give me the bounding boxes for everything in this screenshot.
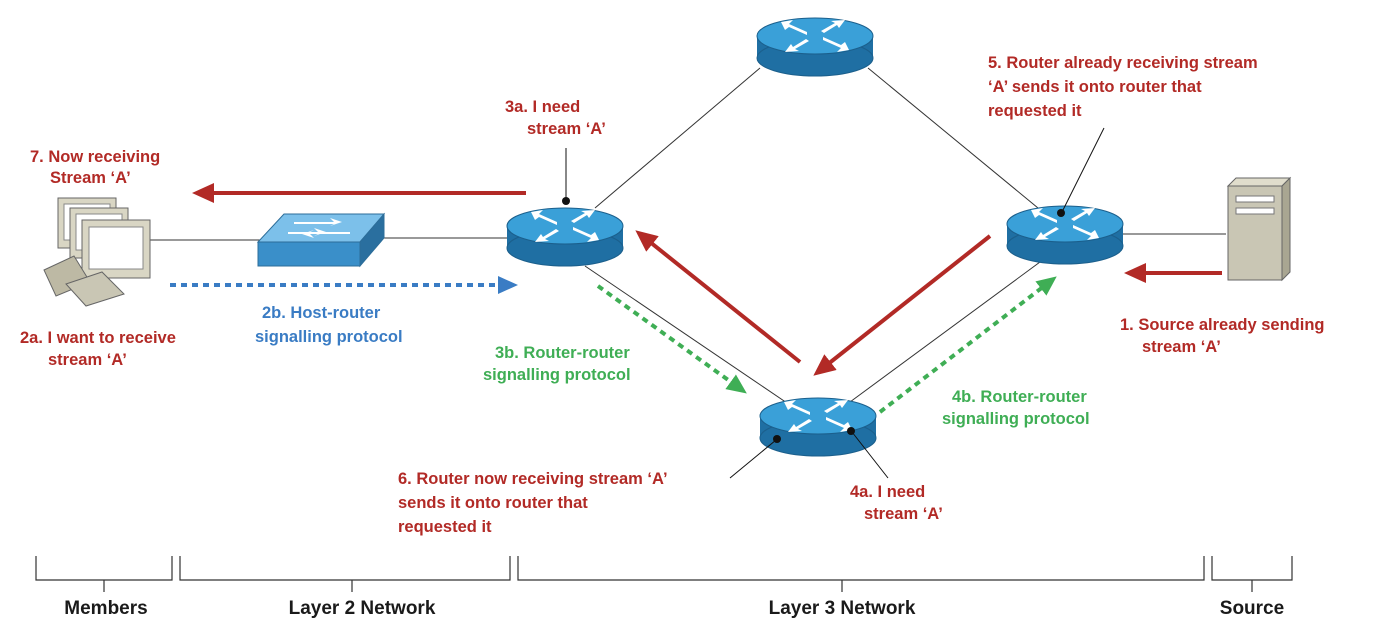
router-top-icon [756,17,874,77]
bracket-layer2 [179,556,511,592]
arrow-router-a-to-bottom-signalling [596,284,747,394]
link-router-a-bottom [584,265,791,406]
label-step-2b: 2b. Host-router signalling protocol [255,304,403,346]
label-step-3a: 3a. I need stream ‘A’ [505,98,606,138]
zone-label-members: Members [64,598,147,619]
label-step-3b: 3b. Router-router signalling protocol [483,344,634,384]
label-step-2a: 2a. I want to receive stream ‘A’ [20,329,181,369]
signalling-arrows [170,276,1057,414]
bracket-layer3 [517,556,1205,592]
pointer-dot-6 [773,435,781,443]
label-step-6: 6. Router now receiving stream ‘A’ sends… [398,470,671,536]
workstations-icon [43,197,151,307]
pointer-dot-5 [1057,209,1065,217]
zone-brackets [35,556,1293,592]
label-step-4b: 4b. Router-router signalling protocol [942,388,1091,428]
switch-icon [256,212,386,268]
link-router-a-top [594,67,761,209]
data-flow-arrows [192,183,1222,376]
pointer-dot-4a [847,427,855,435]
bracket-members [35,556,173,592]
zone-label-layer2: Layer 2 Network [289,598,436,619]
server-icon [1226,176,1292,282]
pointer-dot-3a [562,197,570,205]
arrow-bottom-to-router-c-signalling [878,276,1057,414]
label-step-4a: 4a. I need stream ‘A’ [850,483,943,523]
link-top-router-c [867,67,1039,209]
callout-pointers [562,127,1105,479]
arrow-router-c-to-bottom [813,234,992,376]
link-bottom-router-c [849,261,1041,403]
network-links [150,67,1226,406]
label-step-5: 5. Router already receiving stream ‘A’ s… [988,54,1262,120]
zone-label-source: Source [1220,598,1284,619]
zone-label-layer3: Layer 3 Network [769,598,916,619]
router-a-icon [506,207,624,267]
arrow-bottom-to-router-a [635,230,802,364]
router-bottom-icon [759,397,877,457]
label-step-7: 7. Now receiving Stream ‘A’ [30,148,165,187]
router-c-icon [1006,205,1124,265]
bracket-source [1211,556,1293,592]
label-step-1: 1. Source already sending stream ‘A’ [1120,316,1329,356]
